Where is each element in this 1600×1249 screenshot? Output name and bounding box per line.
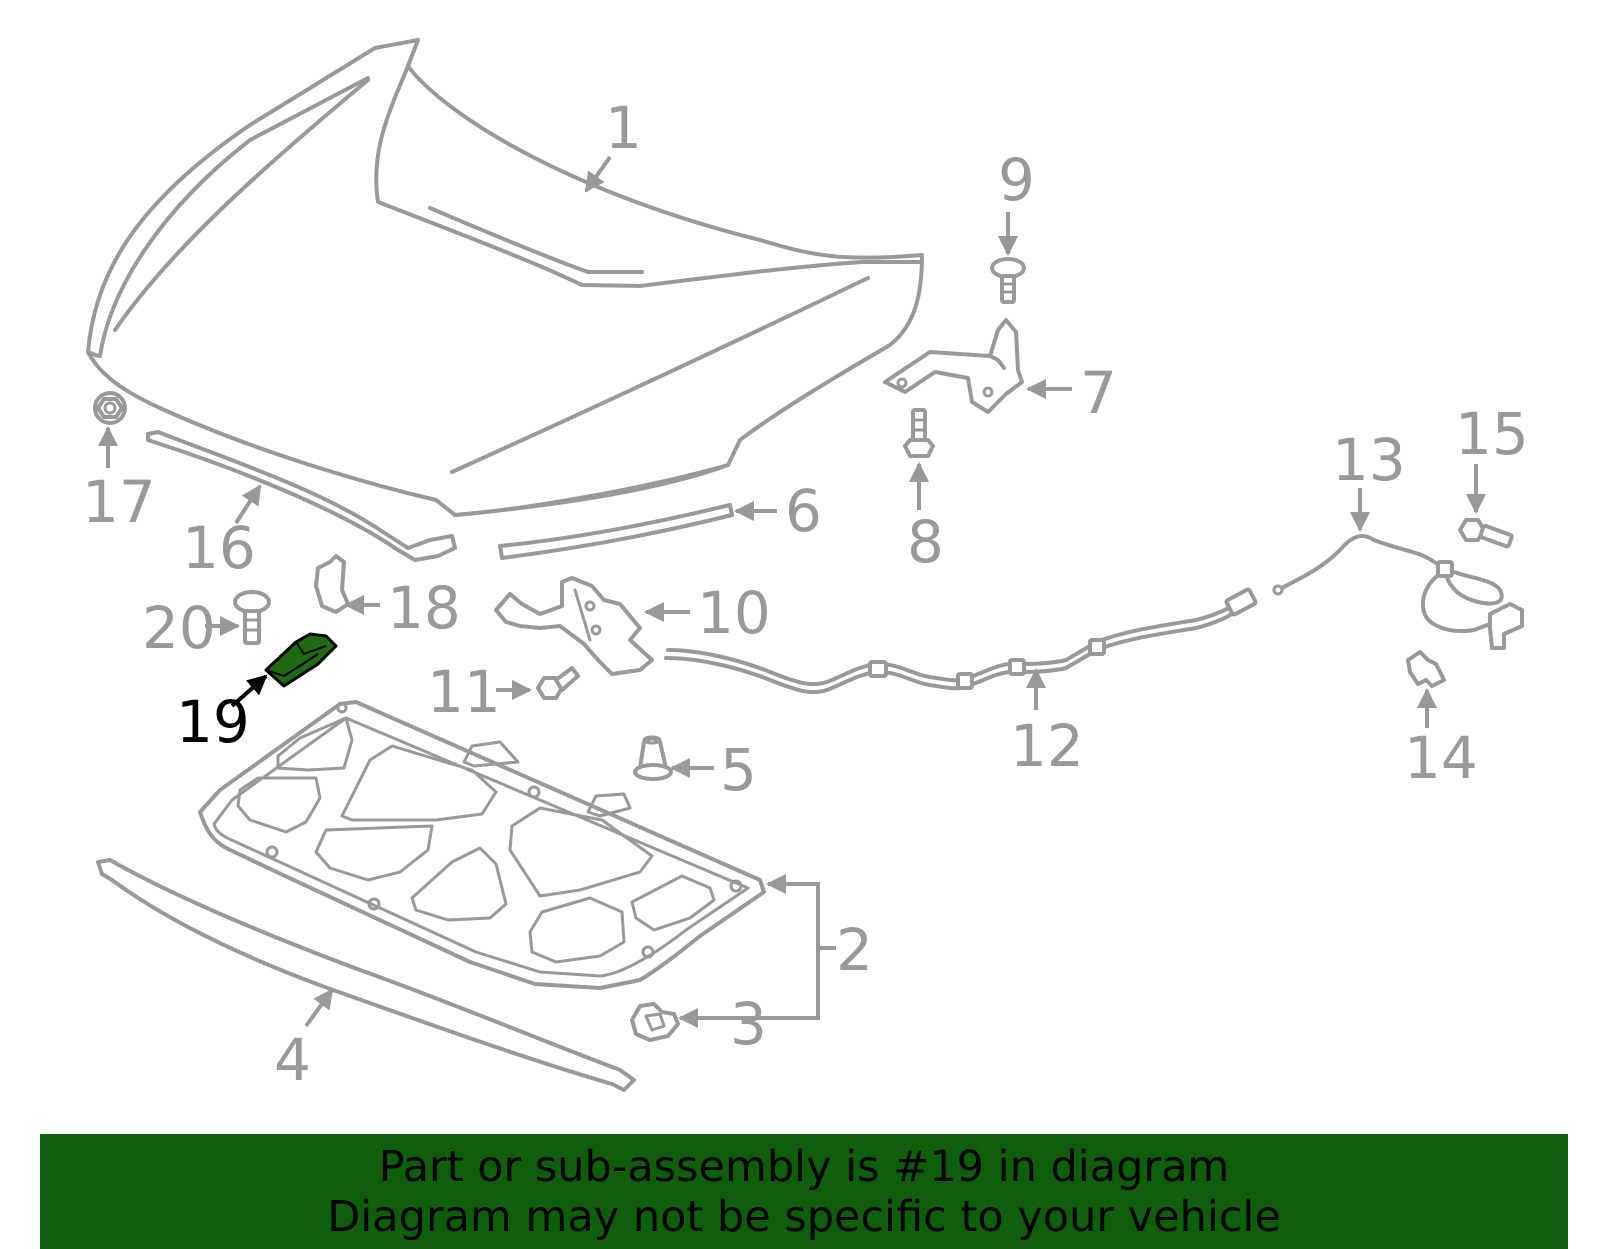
hood-insulator-part [198, 700, 766, 990]
callout-17: 17 [82, 468, 156, 536]
callout-10: 10 [697, 579, 771, 647]
callout-2: 2 [836, 916, 873, 984]
highlighted-part-shape [264, 632, 338, 688]
callout-11: 11 [427, 658, 501, 726]
clip-part-3 [630, 1002, 680, 1042]
clip-part-18 [314, 554, 350, 614]
callout-13: 13 [1332, 426, 1406, 494]
callout-7: 7 [1080, 359, 1117, 427]
cable-part-13 [1272, 533, 1524, 650]
latch-part [494, 576, 654, 676]
callout-9: 9 [998, 146, 1035, 214]
bolt-part-9 [990, 257, 1026, 304]
hood-part [86, 38, 924, 517]
callout-4: 4 [274, 1026, 311, 1094]
callout-15: 15 [1455, 400, 1529, 468]
callout-1: 1 [605, 94, 642, 162]
banner-line-2: Diagram may not be specific to your vehi… [327, 1192, 1281, 1242]
callout-16: 16 [182, 514, 256, 582]
callout-12: 12 [1010, 712, 1084, 780]
front-seal-part [96, 858, 636, 1092]
callout-20: 20 [142, 594, 216, 662]
release-cable-part [664, 587, 1258, 695]
callout-8: 8 [907, 508, 944, 576]
bolt-part-8 [903, 408, 935, 458]
callout-14: 14 [1404, 724, 1478, 792]
nut-part-17 [93, 391, 127, 425]
hinge-part [883, 318, 1024, 414]
bolt-part-11 [536, 666, 580, 700]
prop-rod-part [146, 430, 457, 562]
info-banner: Part or sub-assembly is #19 in diagram D… [40, 1134, 1568, 1249]
parts-diagram: 1 17 16 6 9 7 8 [82, 38, 1529, 1094]
clip-part-14 [1406, 650, 1446, 688]
callout-5: 5 [720, 736, 757, 804]
bolt-part-20 [233, 590, 271, 645]
stopper-part-5 [633, 735, 673, 781]
callout-18: 18 [387, 574, 461, 642]
seal-part [498, 503, 734, 560]
banner-line-1: Part or sub-assembly is #19 in diagram [378, 1142, 1230, 1192]
insulator-pad-part-19-highlighted [264, 632, 338, 688]
callout-6: 6 [785, 477, 822, 545]
callout-3: 3 [730, 990, 767, 1058]
bolt-part-15 [1458, 518, 1514, 549]
